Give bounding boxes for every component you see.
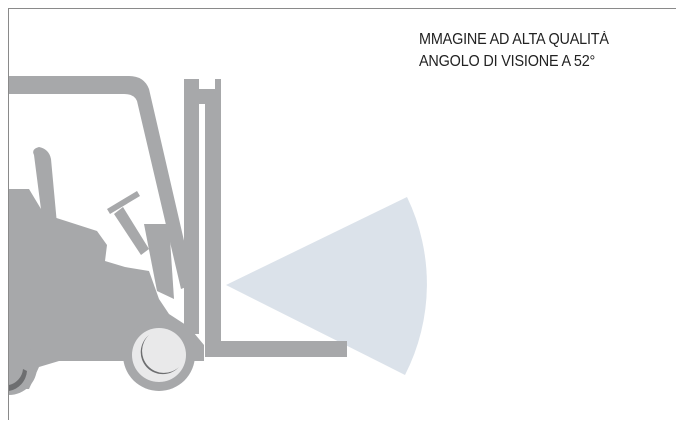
feature-caption: MMAGINE AD ALTA QUALITÀ ANGOLO DI VISION… <box>419 29 652 73</box>
camera-view-cone <box>226 197 427 375</box>
forklift-camera-illustration <box>9 76 427 395</box>
forklift-steering-wheel <box>107 191 140 214</box>
forklift-overhead-guard <box>9 76 194 289</box>
caption-line-view-angle: ANGOLO DI VISIONE A 52° <box>419 53 596 70</box>
caption-line-quality: MMAGINE AD ALTA QUALITÀ <box>419 31 609 48</box>
forklift-steering-column <box>114 207 149 255</box>
forklift-seat <box>33 147 57 225</box>
illustration-frame: MMAGINE AD ALTA QUALITÀ ANGOLO DI VISION… <box>8 8 676 420</box>
forklift-forks <box>205 341 347 357</box>
forklift-mast <box>184 79 221 344</box>
forklift-front-wheel <box>123 319 195 391</box>
forklift-dashboard <box>144 224 174 299</box>
forklift-rear-wheel <box>9 339 37 395</box>
